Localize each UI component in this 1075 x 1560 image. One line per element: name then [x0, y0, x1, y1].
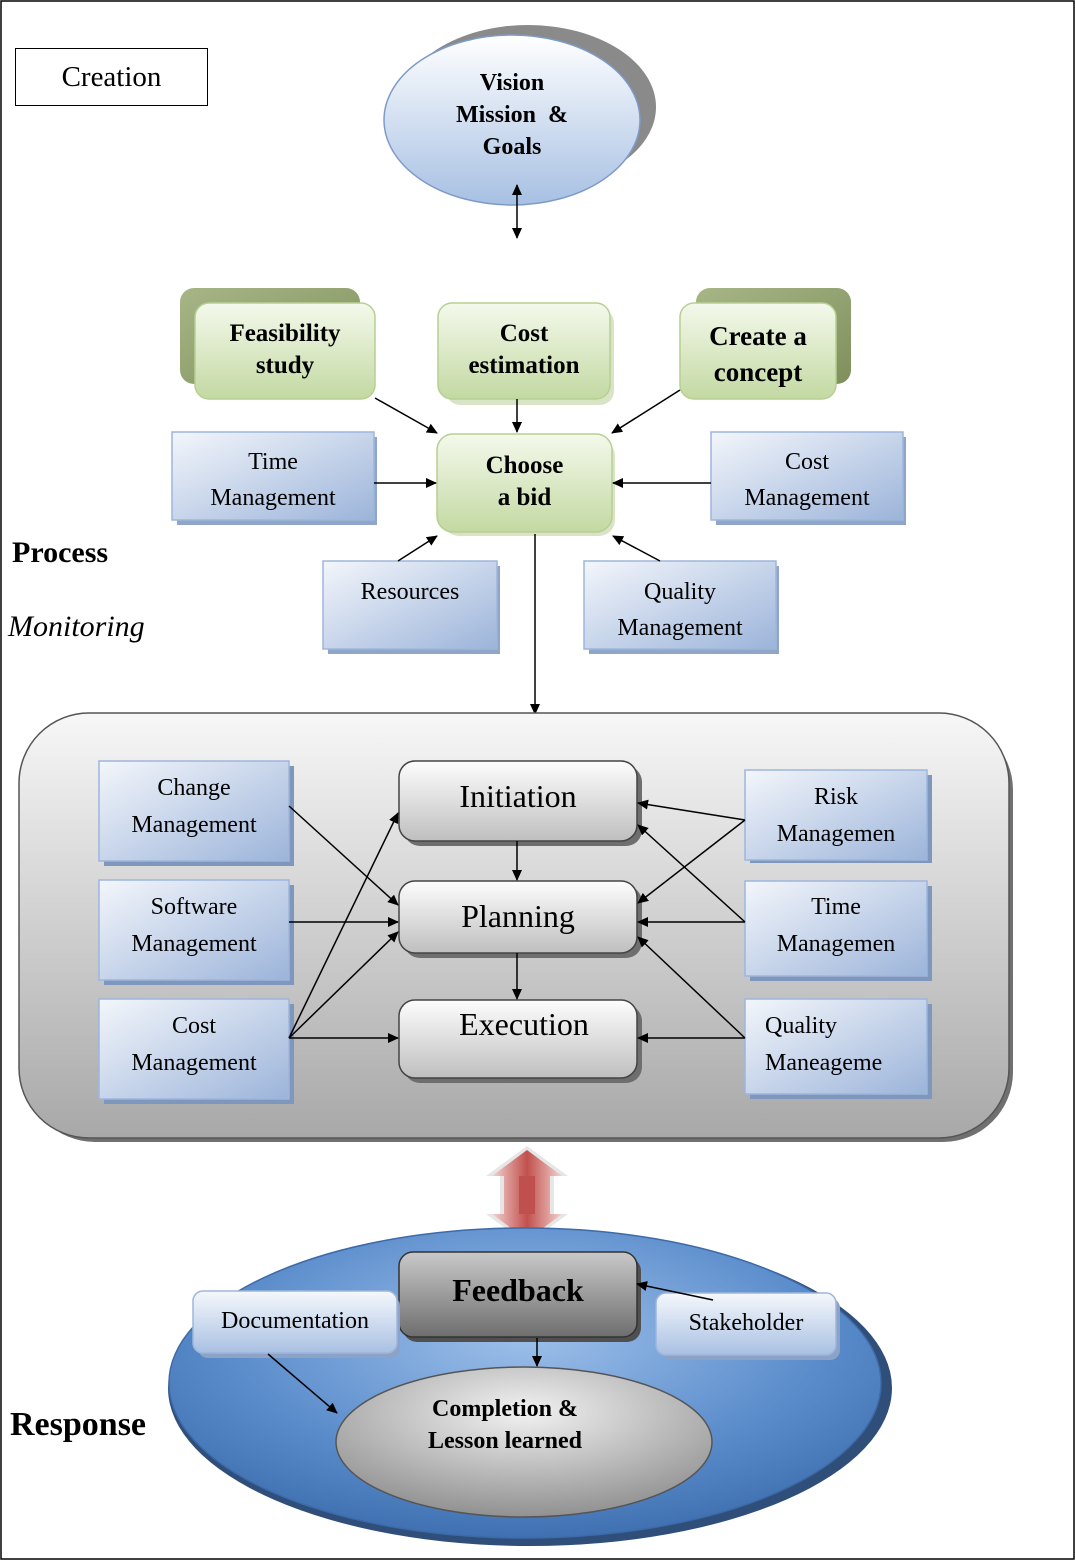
vision-ellipse [383, 34, 641, 206]
arrow-stakeholder-feedback [636, 1281, 714, 1301]
documentation-box [192, 1290, 398, 1354]
creation-label: Creation [61, 60, 162, 93]
double-red-arrow [486, 1146, 568, 1244]
response-label: Response [10, 1406, 147, 1443]
arrow-risk-planning [637, 819, 746, 904]
arrow-cost-planning [288, 931, 399, 1039]
choose-bid-box [436, 433, 613, 533]
planning-box [398, 880, 638, 954]
feasibility-box [194, 302, 376, 400]
arrow-concept-bid [611, 389, 681, 434]
process-label: Process [12, 536, 109, 569]
monitoring-label: Monitoring [8, 610, 145, 643]
creation-label-box: Creation [15, 48, 208, 106]
arrow-time-initiation [637, 824, 746, 923]
time-mgmt-panel-box [744, 880, 928, 977]
cost-mgmt-panel-box [98, 998, 290, 1100]
initiation-box [398, 760, 638, 842]
arrow-feasibility-bid [374, 397, 438, 434]
arrow-risk-initiation [637, 799, 746, 821]
feedback-box [398, 1251, 638, 1338]
create-concept-box [679, 302, 837, 400]
arrow-cost-initiation [288, 812, 399, 1039]
arrow-quality-bid [612, 535, 661, 562]
software-mgmt-box [98, 879, 290, 981]
cost-estimation-box [437, 302, 611, 400]
arrow-change-planning [288, 805, 399, 906]
execution-box [398, 999, 638, 1079]
quality-mgmt-panel-box [744, 998, 928, 1095]
cost-mgmt-top-box [710, 431, 904, 521]
time-mgmt-top-box [171, 431, 375, 521]
completion-ellipse [335, 1366, 713, 1518]
quality-mgmt-top-box [583, 560, 777, 650]
stakeholder-box [655, 1292, 837, 1356]
change-mgmt-box [98, 760, 290, 862]
arrow-quality-planning [637, 936, 746, 1039]
resources-box [322, 560, 498, 650]
arrow-documentation-completion [267, 1353, 338, 1414]
risk-mgmt-box [744, 769, 928, 861]
arrow-resources-bid [397, 535, 438, 562]
